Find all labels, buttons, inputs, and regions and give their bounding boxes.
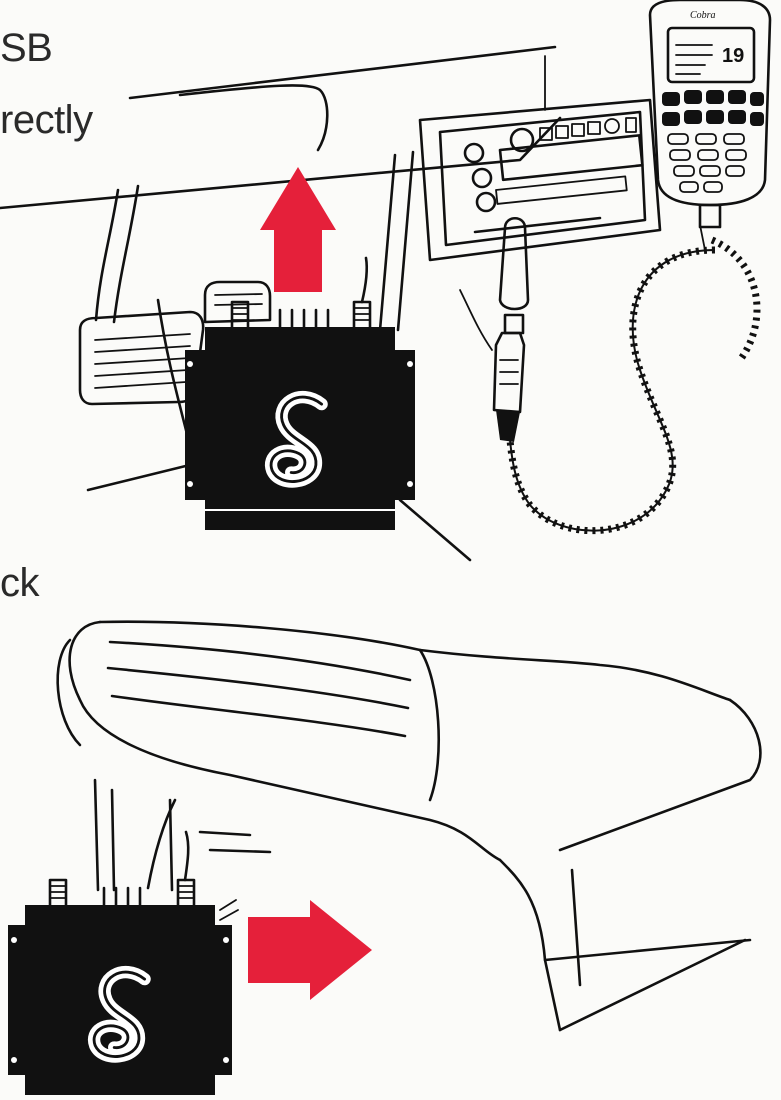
dash-panel-curve	[180, 85, 327, 150]
radio-unit-bottom	[8, 800, 238, 1095]
center-console	[420, 100, 660, 260]
seat-leg	[500, 860, 560, 1030]
seat-top-edge	[100, 622, 730, 700]
arrow-up-icon	[260, 167, 336, 292]
arrow-right-icon	[248, 900, 372, 1000]
mic-cord	[510, 225, 757, 531]
steering-column-left	[96, 190, 118, 320]
mic-keypad	[662, 90, 764, 192]
mic-channel: 19	[722, 45, 744, 67]
radio-unit-top	[185, 258, 415, 530]
dash-top-edge	[130, 47, 555, 98]
microphone: Cobra 19	[650, 0, 770, 227]
mic-brand: Cobra	[690, 10, 716, 21]
